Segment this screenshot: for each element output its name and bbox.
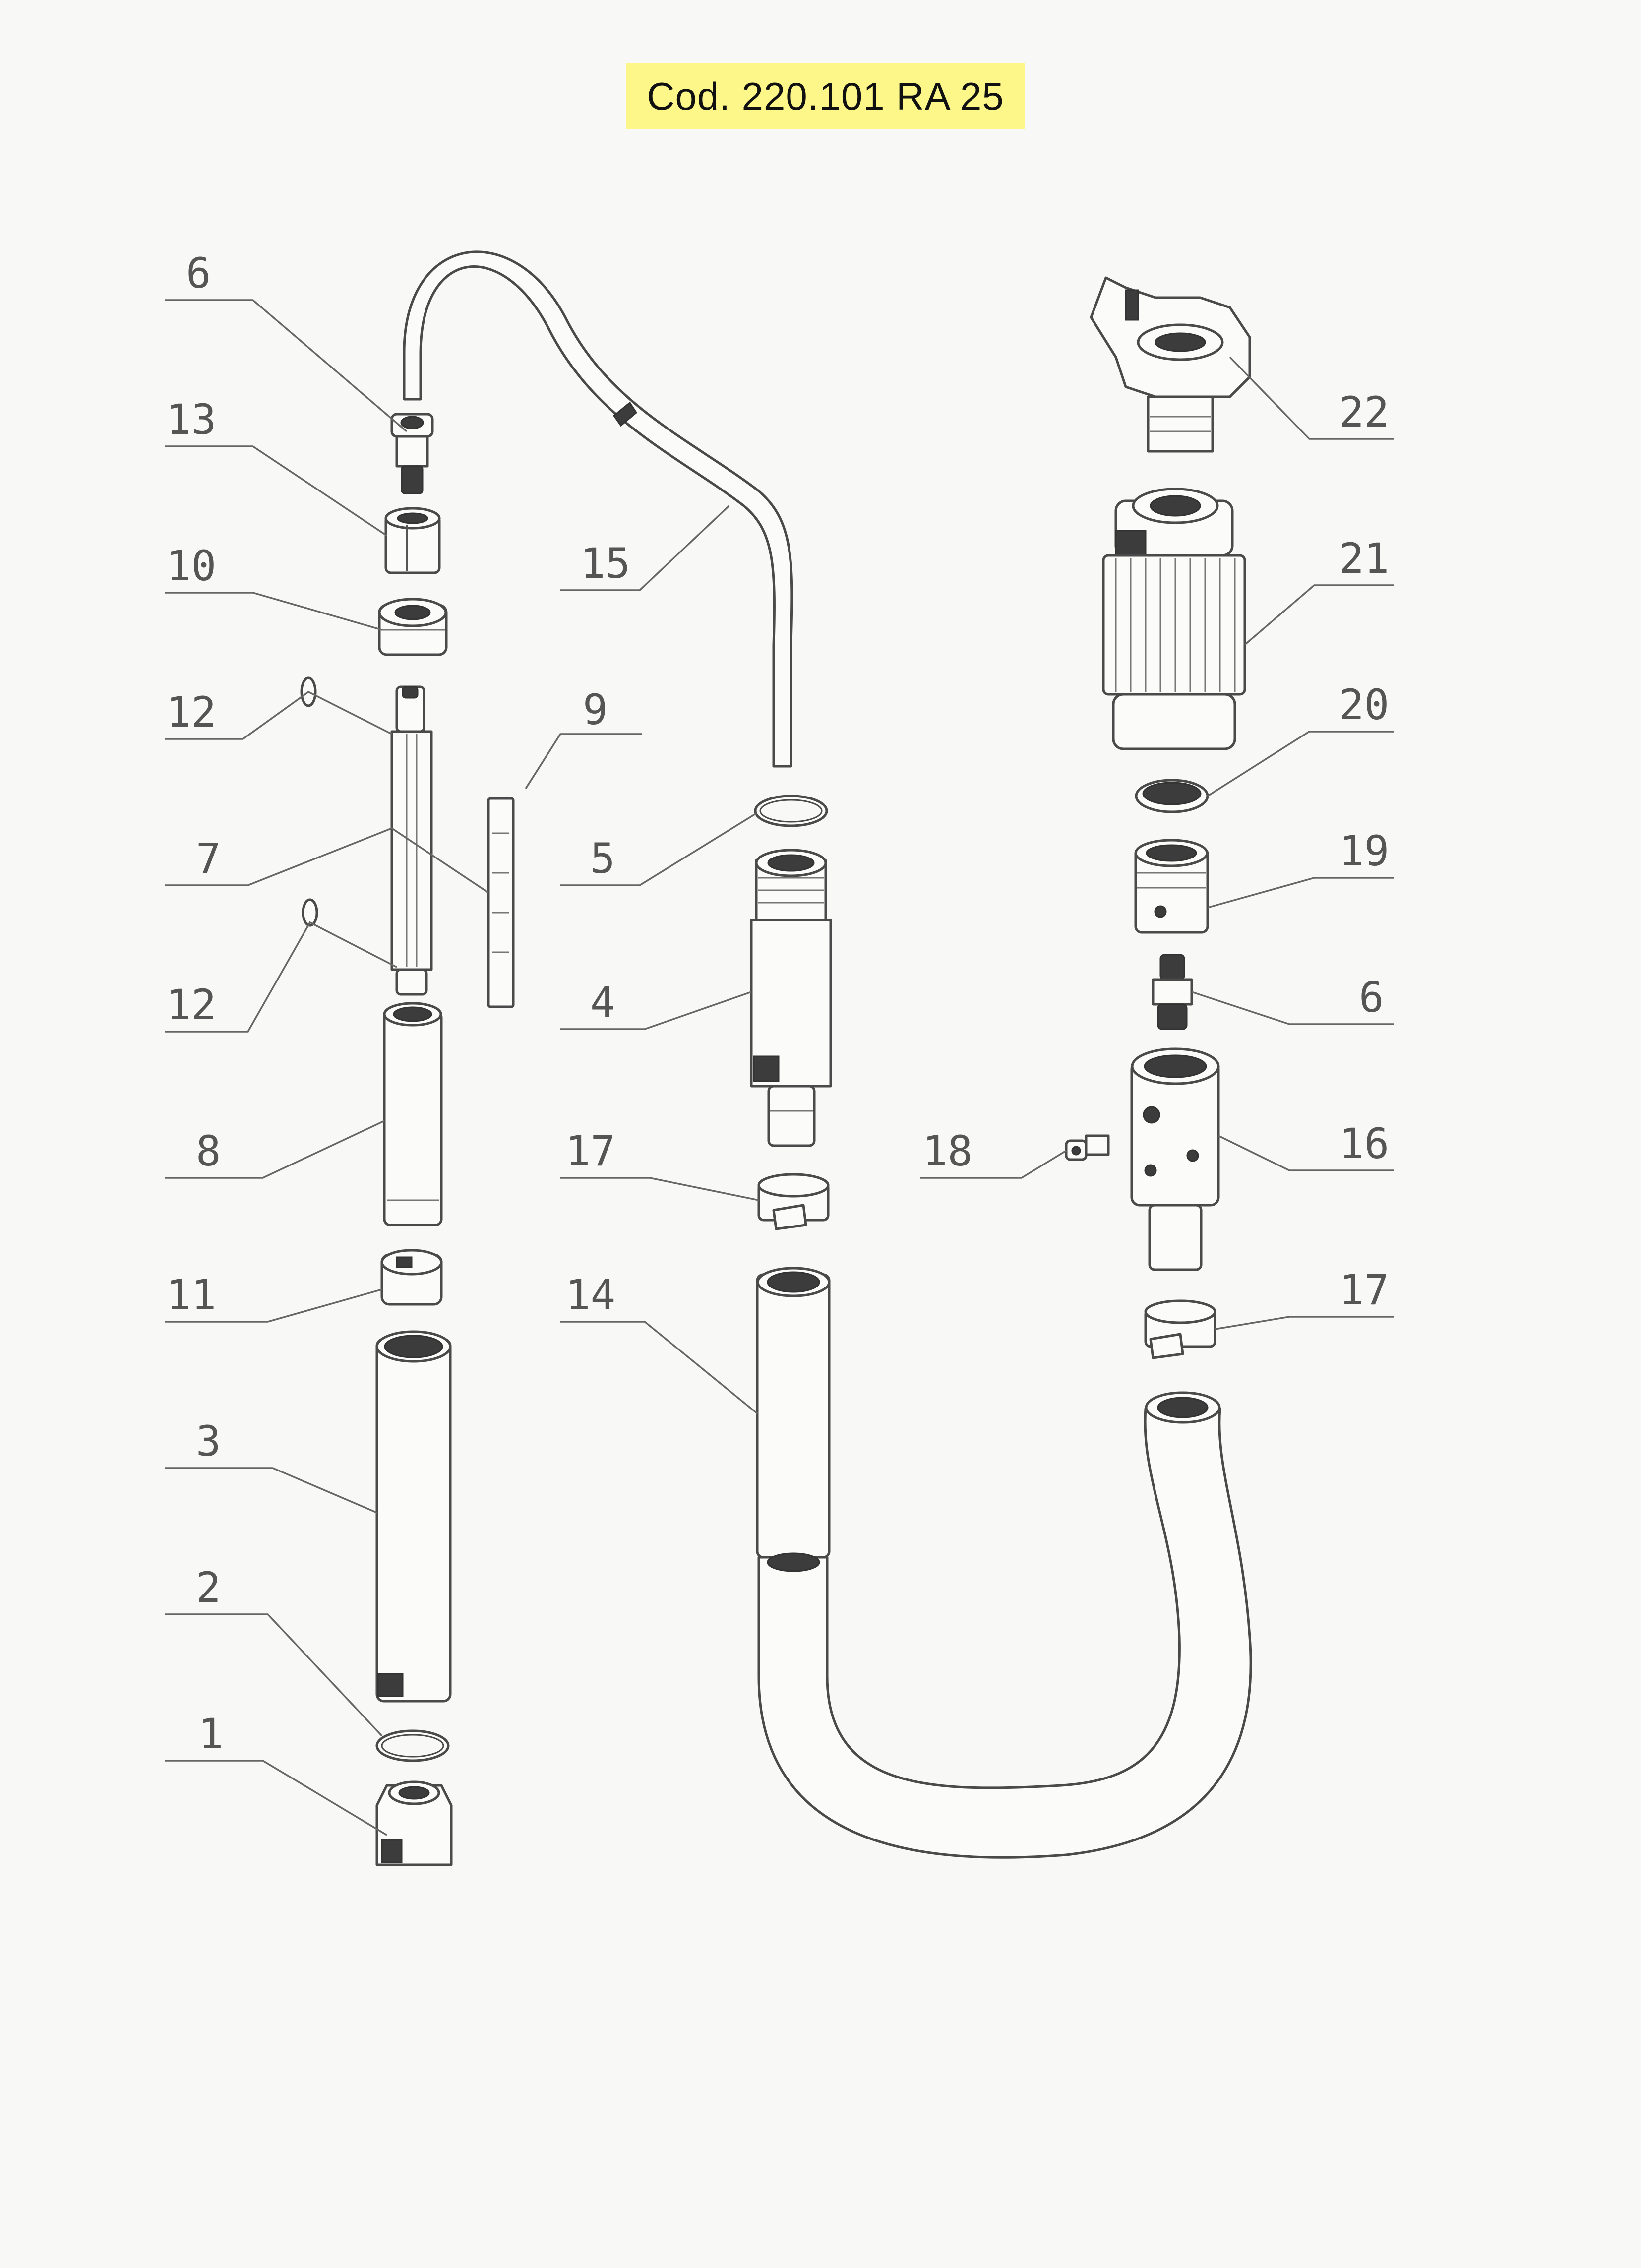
part-19-sleeve — [1134, 839, 1209, 934]
part-11-ring — [380, 1249, 443, 1306]
label-part-12-upper: 12 — [166, 688, 216, 736]
part-6-fitting-right — [1152, 954, 1193, 1030]
label-part-22: 22 — [1339, 388, 1389, 436]
code-label: Cod. 220.101 RA 25 — [626, 63, 1025, 129]
part-3-tube — [375, 1330, 452, 1703]
part-18-screw — [1065, 1134, 1110, 1161]
label-part-21: 21 — [1339, 534, 1389, 583]
label-part-16: 16 — [1339, 1119, 1389, 1168]
label-part-17-center: 17 — [565, 1127, 615, 1175]
label-part-8: 8 — [196, 1127, 221, 1175]
part-17-clamp-right — [1144, 1299, 1216, 1359]
label-part-4: 4 — [590, 978, 615, 1027]
part-15-tube — [403, 250, 793, 768]
label-part-6-right: 6 — [1359, 973, 1384, 1022]
part-8-cylinder — [383, 1002, 443, 1226]
part-14-hose — [756, 1267, 1252, 1859]
part-1-end-cap — [375, 1780, 453, 1866]
part-21-knurled-body — [1102, 488, 1246, 750]
label-part-20: 20 — [1339, 680, 1389, 729]
label-part-19: 19 — [1339, 827, 1389, 875]
label-part-10: 10 — [166, 542, 216, 590]
part-17-clamp-center — [757, 1173, 830, 1230]
label-part-3: 3 — [196, 1417, 221, 1466]
part-7-rod — [390, 685, 433, 996]
label-part-12-lower: 12 — [166, 981, 216, 1029]
part-16-tee-body — [1130, 1047, 1220, 1271]
part-12-pin-lower — [302, 898, 318, 927]
label-part-14: 14 — [565, 1271, 615, 1319]
part-5-o-ring — [754, 795, 828, 827]
label-part-5: 5 — [590, 834, 615, 883]
part-4-nipple — [750, 849, 832, 1147]
part-2-o-ring — [375, 1729, 450, 1762]
label-part-2: 2 — [196, 1563, 221, 1612]
label-part-17-right: 17 — [1339, 1266, 1389, 1314]
part-13-nut — [384, 507, 441, 574]
label-part-13: 13 — [166, 395, 216, 444]
label-part-18: 18 — [922, 1127, 972, 1175]
label-part-9: 9 — [583, 685, 608, 734]
label-part-1: 1 — [198, 1710, 224, 1758]
label-part-7: 7 — [196, 834, 221, 883]
label-part-11: 11 — [166, 1271, 216, 1319]
part-20-washer — [1135, 779, 1209, 813]
label-part-6: 6 — [186, 249, 211, 298]
part-9-key — [487, 797, 515, 1008]
part-6-fitting — [390, 413, 434, 494]
label-part-15: 15 — [580, 539, 630, 588]
part-10-ring — [378, 598, 448, 656]
part-22-coupling — [1090, 276, 1251, 453]
leader-lines — [165, 299, 1394, 1836]
